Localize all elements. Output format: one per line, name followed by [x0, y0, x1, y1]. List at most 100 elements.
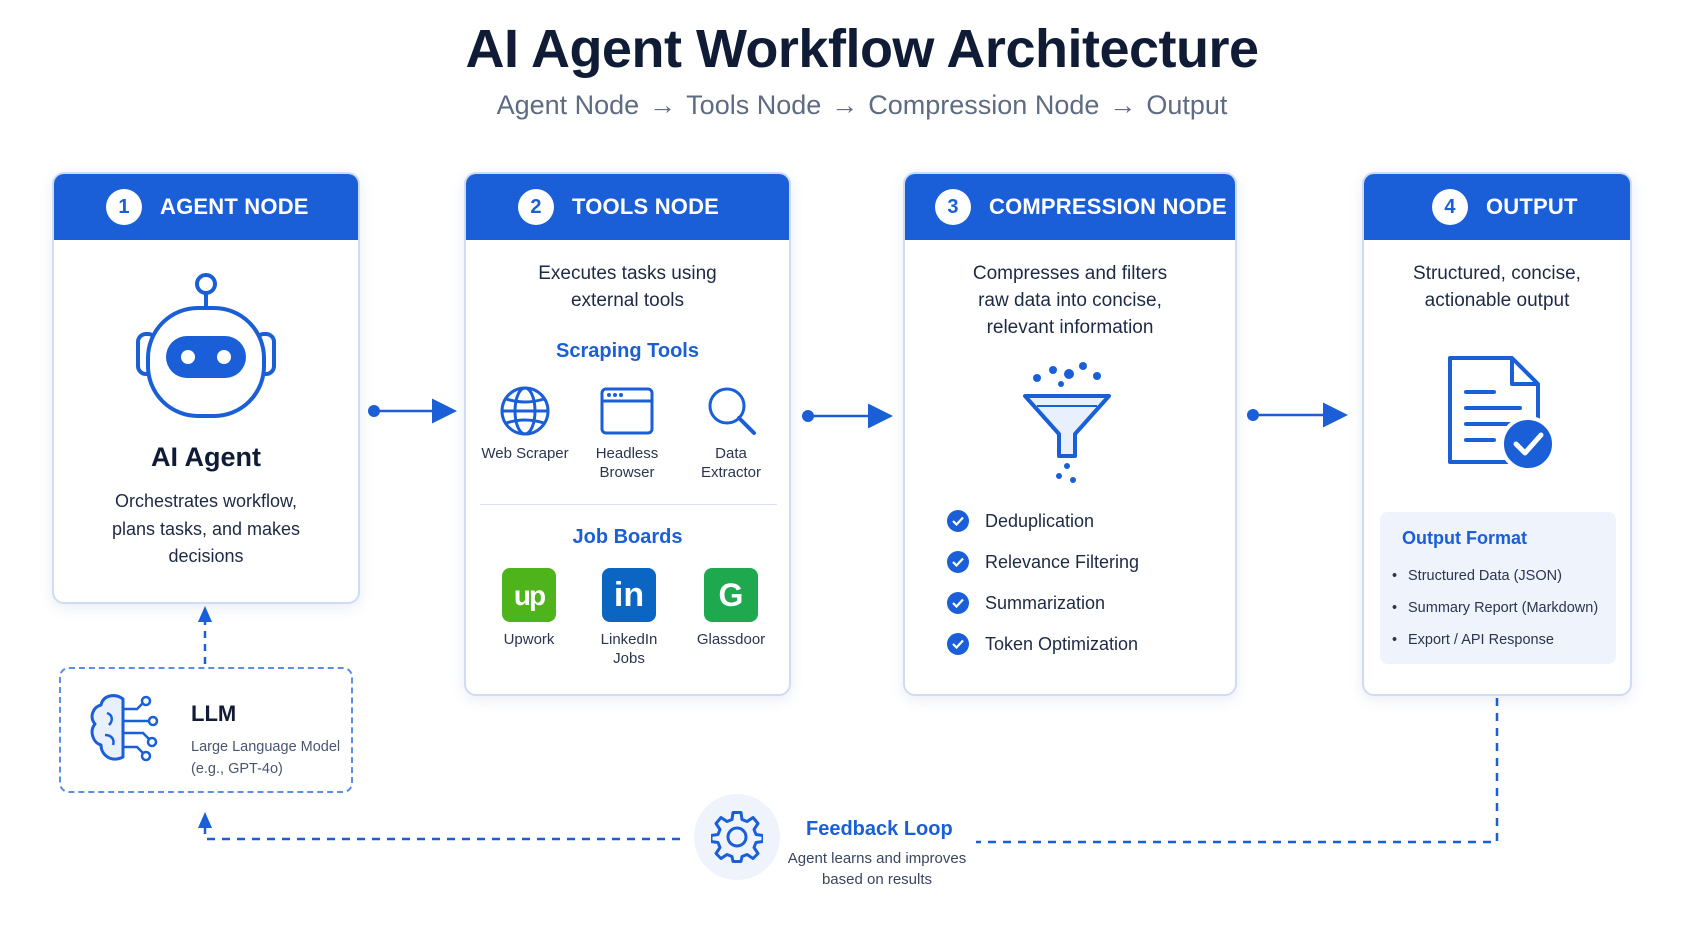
feedback-loop-description: Agent learns and improves based on resul…	[768, 848, 986, 890]
tool-data-extractor: Data Extractor	[676, 384, 786, 482]
step-number-badge: 2	[518, 189, 554, 225]
globe-icon	[500, 386, 550, 436]
linkedin-logo-icon: in	[602, 568, 656, 622]
tool-label: Headless	[595, 445, 659, 462]
checklist-label: Relevance Filtering	[985, 551, 1140, 572]
compression-desc-line: raw data into concise,	[978, 290, 1162, 311]
scraping-tools-heading: Scraping Tools	[556, 340, 699, 362]
output-format-item: Structured Data (JSON)	[1392, 568, 1562, 584]
step-number-badge: 1	[106, 189, 142, 225]
tool-headless-browser: Headless Browser	[572, 384, 682, 482]
agent-node-card: 1 AGENT NODE AI Agent Orchestrates workf…	[52, 172, 360, 604]
step-number-badge: 4	[1432, 189, 1468, 225]
agent-desc-line: decisions	[168, 546, 244, 566]
arrow-compression-to-output	[1247, 402, 1348, 428]
job-board-label: Jobs	[613, 650, 645, 667]
feedback-loop-title: Feedback Loop	[806, 818, 953, 840]
output-desc-line: actionable output	[1424, 290, 1570, 311]
job-board-linkedin: in LinkedIn Jobs	[574, 568, 684, 668]
magnifier-icon	[708, 387, 756, 435]
compression-desc-line: relevant information	[986, 317, 1154, 338]
llm-box: LLM Large Language Model (e.g., GPT-4o)	[59, 667, 353, 793]
divider	[480, 504, 777, 505]
arrow-tools-to-compression	[802, 403, 893, 429]
glassdoor-logo-icon: G	[704, 568, 758, 622]
output-format-item: Export / API Response	[1392, 632, 1554, 648]
output-description: Structured, concise, actionable output	[1364, 260, 1630, 314]
tool-label: Extractor	[700, 464, 761, 481]
feedback-desc-line: Agent learns and improves	[787, 850, 967, 867]
feedback-desc-line: based on results	[821, 871, 933, 888]
output-node-title: OUTPUT	[1486, 194, 1578, 219]
flow-step-agent: Agent Node	[496, 90, 640, 120]
tool-label: Browser	[599, 464, 655, 481]
flow-step-compression: Compression Node	[868, 90, 1100, 120]
arrow-right-icon: →	[1109, 90, 1137, 120]
compression-description: Compresses and filters raw data into con…	[905, 260, 1235, 341]
tools-description: Executes tasks using external tools	[466, 260, 789, 314]
compression-node-card: 3 COMPRESSION NODE Compresses and filter…	[903, 172, 1237, 696]
check-circle-icon	[947, 592, 969, 614]
checklist-item: Deduplication	[947, 510, 1094, 532]
job-board-label: Upwork	[503, 631, 555, 648]
job-board-upwork: up Upwork	[474, 568, 584, 649]
tools-node-card: 2 TOOLS NODE Executes tasks using extern…	[464, 172, 791, 696]
compression-node-title: COMPRESSION NODE	[989, 194, 1227, 219]
llm-subtitle: Large Language Model	[191, 739, 341, 755]
llm-title: LLM	[191, 701, 237, 726]
agent-node-title: AGENT NODE	[160, 194, 309, 219]
tools-desc-line: Executes tasks using	[538, 263, 717, 284]
document-check-icon	[1448, 356, 1556, 472]
output-format-panel: Output Format Structured Data (JSON) Sum…	[1380, 512, 1616, 664]
arrow-llm-to-agent	[198, 606, 212, 664]
page-title: AI Agent Workflow Architecture	[465, 19, 1259, 79]
checklist-item: Relevance Filtering	[947, 551, 1139, 573]
tools-node-title: TOOLS NODE	[572, 194, 720, 219]
checklist-label: Deduplication	[985, 510, 1095, 531]
checklist-label: Summarization	[985, 592, 1106, 613]
output-desc-line: Structured, concise,	[1413, 263, 1581, 284]
arrow-agent-to-tools	[368, 398, 457, 424]
agent-desc-line: plans tasks, and makes	[111, 518, 301, 539]
checklist-item: Token Optimization	[947, 633, 1138, 655]
job-boards-heading: Job Boards	[572, 526, 683, 548]
checklist-item: Summarization	[947, 592, 1105, 614]
check-circle-icon	[947, 633, 969, 655]
step-number-badge: 3	[935, 189, 971, 225]
arrow-right-icon: →	[649, 90, 677, 120]
tool-label: Web Scraper	[481, 445, 569, 462]
compression-node-header: 3 COMPRESSION NODE	[905, 174, 1235, 240]
feedback-loop-path	[198, 698, 1499, 844]
tools-desc-line: external tools	[570, 290, 684, 311]
upwork-logo-icon: up	[502, 568, 556, 622]
tool-label: Data	[715, 445, 747, 462]
flow-breadcrumb: Agent Node → Tools Node → Compression Node → O…	[0, 90, 1693, 121]
checklist-label: Token Optimization	[985, 633, 1139, 654]
robot-icon	[136, 273, 276, 418]
output-format-item: Summary Report (Markdown)	[1392, 600, 1598, 616]
tools-node-header: 2 TOOLS NODE	[466, 174, 789, 240]
check-circle-icon	[947, 551, 969, 573]
output-node-header: 4 OUTPUT	[1364, 174, 1630, 240]
job-board-label: Glassdoor	[696, 631, 766, 648]
llm-example: (e.g., GPT-4o)	[191, 761, 283, 777]
flow-step-output: Output	[1146, 90, 1228, 120]
flow-step-tools: Tools Node	[686, 90, 822, 120]
arrow-right-icon: →	[831, 90, 859, 120]
funnel-icon	[1023, 362, 1111, 483]
browser-window-icon	[600, 387, 654, 435]
output-format-title: Output Format	[1402, 528, 1527, 548]
compression-desc-line: Compresses and filters	[972, 263, 1168, 284]
check-circle-icon	[947, 510, 969, 532]
agent-name: AI Agent	[151, 442, 261, 472]
output-node-card: 4 OUTPUT Structured, concise, actionable…	[1362, 172, 1632, 696]
agent-desc-line: Orchestrates workflow,	[114, 491, 298, 511]
tool-web-scraper: Web Scraper	[470, 384, 580, 463]
gear-icon	[711, 811, 763, 863]
agent-description: Orchestrates workflow, plans tasks, and …	[54, 488, 358, 571]
job-board-glassdoor: G Glassdoor	[676, 568, 786, 649]
brain-circuit-icon	[90, 694, 159, 762]
job-board-label: LinkedIn	[600, 631, 658, 648]
agent-node-header: 1 AGENT NODE	[54, 174, 358, 240]
